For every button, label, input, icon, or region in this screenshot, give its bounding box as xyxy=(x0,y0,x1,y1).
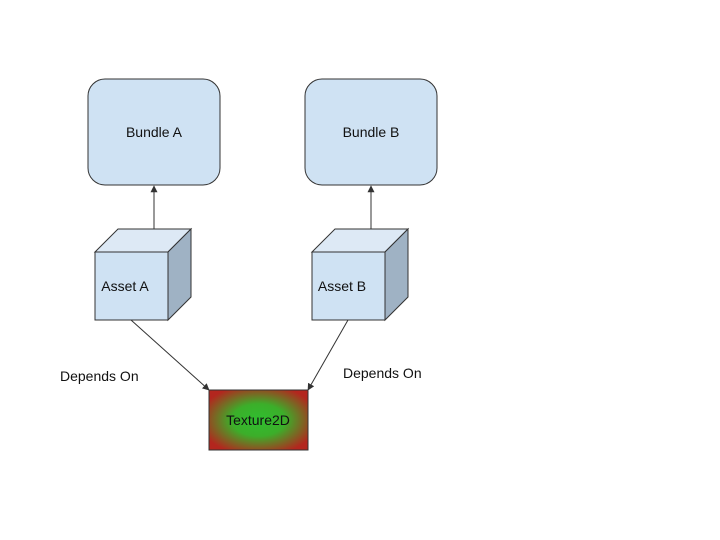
depends-on-label-right: Depends On xyxy=(343,365,422,381)
bundle-b-node: Bundle B xyxy=(304,78,438,186)
bundle-a-node: Bundle A xyxy=(87,78,221,186)
asset-b-cube-front xyxy=(311,251,386,321)
bundle-b-box xyxy=(304,78,438,186)
asset-a-label: Asset A xyxy=(101,278,149,294)
bundle-a-label: Bundle A xyxy=(126,124,183,140)
texture2d-label: Texture2D xyxy=(226,412,290,428)
arrow-asset-b-depends-on-texture xyxy=(307,319,349,391)
texture2d-node: Texture2D xyxy=(208,389,309,451)
asset-b-label: Asset B xyxy=(318,278,366,294)
asset-a-node: Asset A xyxy=(93,227,193,322)
depends-on-label-left: Depends On xyxy=(60,368,139,384)
asset-b-node: Asset B xyxy=(310,227,410,322)
bundle-a-box xyxy=(87,78,221,186)
arrow-asset-a-depends-on-texture xyxy=(130,319,210,391)
texture2d-box xyxy=(208,389,309,451)
bundle-b-label: Bundle B xyxy=(343,124,400,140)
